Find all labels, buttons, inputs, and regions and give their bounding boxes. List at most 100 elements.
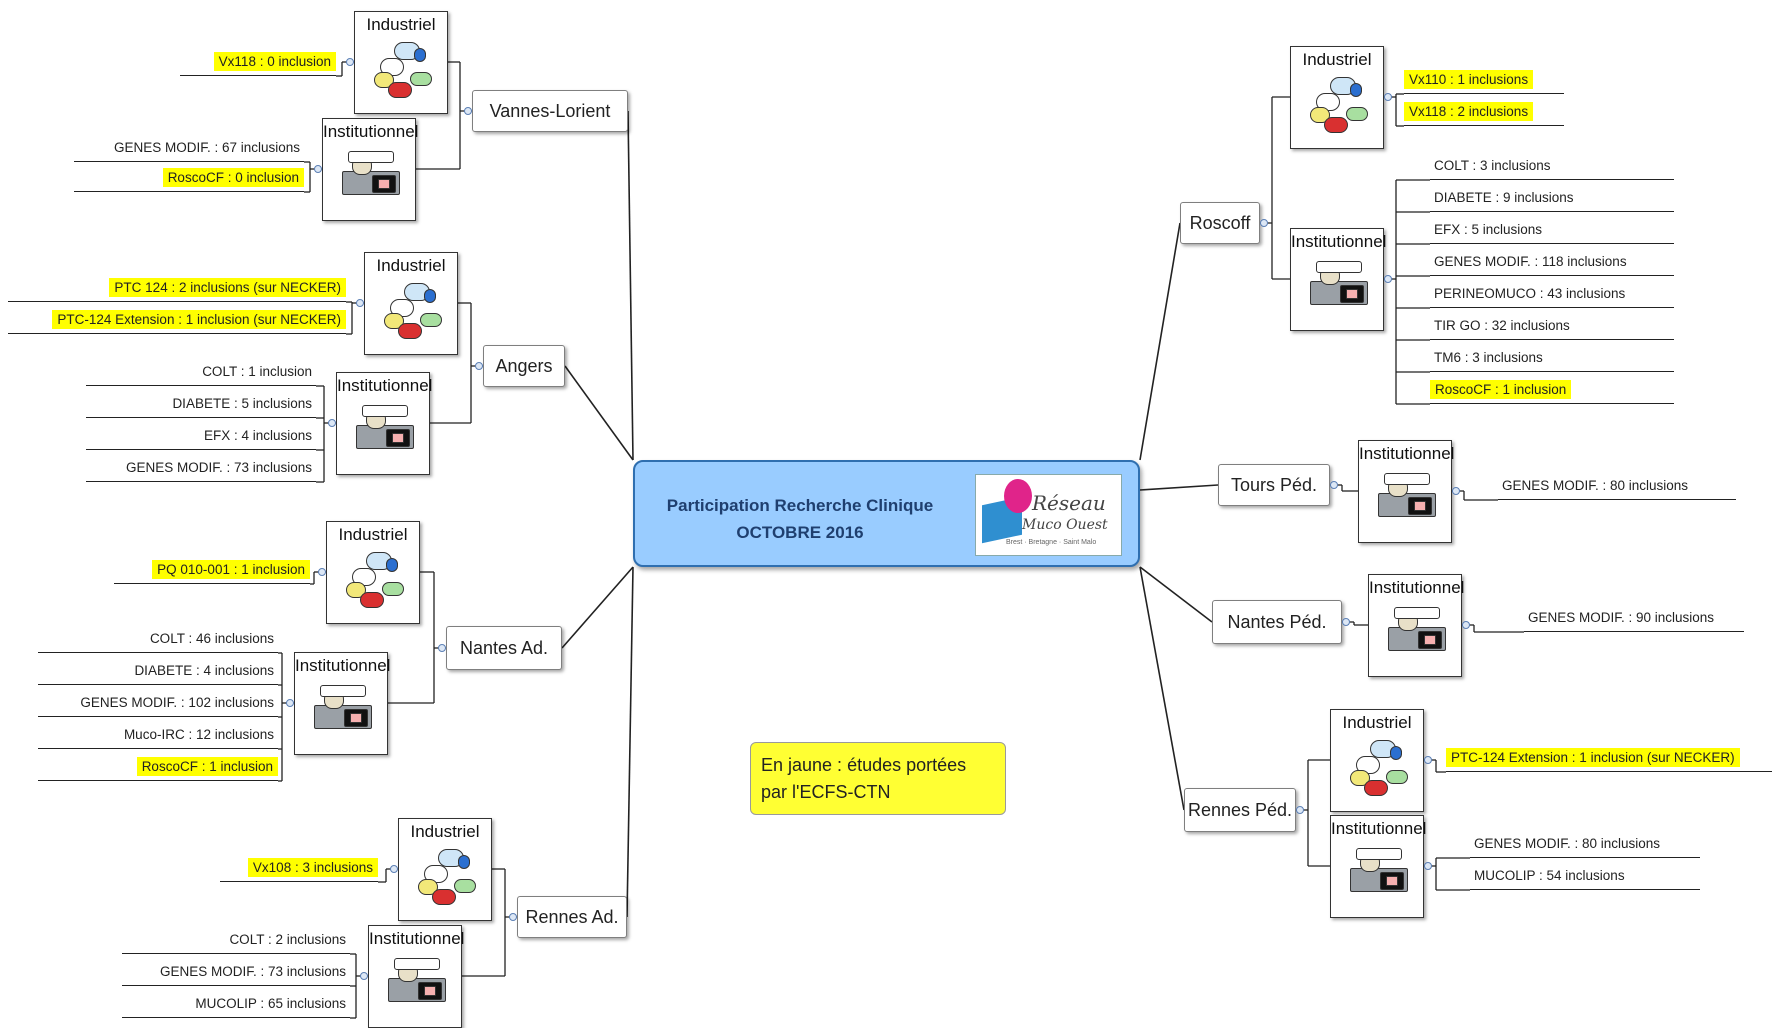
collapse-toggle-icon[interactable]	[1452, 487, 1460, 495]
city-node[interactable]: Nantes Ad.	[446, 626, 562, 670]
hospital-bed-icon	[342, 149, 400, 205]
category-institutionnel-label: Institutionnel	[323, 122, 419, 141]
study-item-label: GENES MODIF. : 80 inclusions	[1502, 478, 1689, 493]
collapse-toggle-icon[interactable]	[509, 913, 517, 921]
central-topic-title: Participation Recherche Clinique OCTOBRE…	[655, 492, 945, 546]
category-institutionnel[interactable]: Institutionnel	[1358, 440, 1455, 543]
logo-balloon-shape	[1004, 479, 1032, 513]
category-institutionnel[interactable]: Institutionnel	[1330, 815, 1426, 918]
study-item-label: EFX : 5 inclusions	[1434, 222, 1543, 237]
city-node[interactable]: Nantes Péd.	[1212, 600, 1342, 644]
collapse-toggle-icon[interactable]	[464, 107, 472, 115]
logo-text-muco-ouest: Muco Ouest	[1022, 517, 1108, 533]
collapse-toggle-icon[interactable]	[1384, 93, 1392, 101]
category-industriel[interactable]: Industriel	[326, 521, 420, 624]
city-node[interactable]: Rennes Ad.	[517, 896, 627, 938]
pill-shape	[1364, 780, 1388, 796]
category-institutionnel[interactable]: Institutionnel	[1290, 228, 1386, 331]
collapse-toggle-icon[interactable]	[1260, 219, 1268, 227]
category-industriel-label: Industriel	[410, 822, 480, 841]
bed-shape	[1356, 848, 1402, 860]
city-node[interactable]: Vannes-Lorient	[472, 90, 628, 132]
category-institutionnel[interactable]: Institutionnel	[336, 372, 432, 475]
bed-shape	[1346, 289, 1358, 299]
collapse-toggle-icon[interactable]	[328, 419, 336, 427]
branch-connector	[1139, 566, 1213, 623]
study-item-label: TM6 : 3 inclusions	[1434, 350, 1543, 365]
pills-icon	[346, 552, 404, 608]
reseau-muco-ouest-logo: Réseau Muco Ouest Brest · Bretagne · Sai…	[975, 474, 1122, 556]
study-item-label: Vx108 : 3 inclusions	[247, 858, 378, 877]
study-item: PTC 124 : 2 inclusions (sur NECKER)	[8, 274, 346, 302]
pill-shape	[1390, 746, 1402, 760]
study-item: COLT : 46 inclusions	[38, 625, 278, 653]
collapse-toggle-icon[interactable]	[1330, 481, 1338, 489]
category-industriel[interactable]: Industriel	[1290, 46, 1384, 149]
category-institutionnel[interactable]: Institutionnel	[294, 652, 390, 755]
collapse-toggle-icon[interactable]	[346, 58, 354, 66]
collapse-toggle-icon[interactable]	[356, 299, 364, 307]
study-item-label: COLT : 2 inclusions	[229, 932, 346, 947]
collapse-toggle-icon[interactable]	[475, 362, 483, 370]
collapse-toggle-icon[interactable]	[1296, 806, 1304, 814]
city-node[interactable]: Angers	[483, 345, 565, 387]
study-item: GENES MODIF. : 90 inclusions	[1524, 604, 1744, 632]
category-industriel[interactable]: Industriel	[398, 818, 492, 921]
pills-icon	[1350, 740, 1408, 796]
study-item: COLT : 2 inclusions	[122, 926, 350, 954]
pill-shape	[386, 558, 398, 572]
collapse-toggle-icon[interactable]	[1384, 275, 1392, 283]
hospital-bed-icon	[1388, 605, 1446, 661]
legend-note: En jaune : études portées par l'ECFS-CTN	[750, 742, 1006, 815]
category-industriel[interactable]: Industriel	[354, 11, 448, 114]
study-item: TM6 : 3 inclusions	[1430, 344, 1674, 372]
collapse-toggle-icon[interactable]	[360, 972, 368, 980]
collapse-toggle-icon[interactable]	[438, 644, 446, 652]
central-title-line2: OCTOBRE 2016	[736, 523, 864, 542]
study-item-label: Vx118 : 2 inclusions	[1404, 102, 1534, 121]
study-item-label: EFX : 4 inclusions	[203, 428, 312, 443]
category-industriel[interactable]: Industriel	[364, 252, 458, 355]
collapse-toggle-icon[interactable]	[1424, 756, 1432, 764]
pill-shape	[1346, 107, 1368, 121]
hospital-bed-icon	[388, 956, 446, 1012]
study-item: GENES MODIF. : 102 inclusions	[38, 689, 278, 717]
category-industriel[interactable]: Industriel	[1330, 709, 1424, 812]
category-institutionnel-label: Institutionnel	[1359, 444, 1455, 463]
study-item-label: GENES MODIF. : 67 inclusions	[113, 140, 300, 155]
study-item: RoscoCF : 1 inclusion	[38, 753, 278, 781]
category-institutionnel[interactable]: Institutionnel	[1368, 574, 1465, 677]
collapse-toggle-icon[interactable]	[390, 865, 398, 873]
category-industriel-label: Industriel	[376, 256, 446, 275]
study-item: GENES MODIF. : 67 inclusions	[74, 134, 304, 162]
city-node[interactable]: Roscoff	[1180, 202, 1260, 244]
collapse-toggle-icon[interactable]	[318, 568, 326, 576]
collapse-toggle-icon[interactable]	[1342, 618, 1350, 626]
category-institutionnel[interactable]: Institutionnel	[322, 118, 419, 221]
pill-shape	[454, 879, 476, 893]
hospital-bed-icon	[1310, 259, 1368, 315]
category-institutionnel[interactable]: Institutionnel	[368, 925, 464, 1028]
central-topic[interactable]: Participation Recherche Clinique OCTOBRE…	[633, 460, 1140, 567]
hospital-bed-icon	[1350, 846, 1408, 902]
category-institutionnel-label: Institutionnel	[1369, 578, 1465, 597]
collapse-toggle-icon[interactable]	[1424, 862, 1432, 870]
city-node[interactable]: Tours Péd.	[1218, 464, 1330, 506]
collapse-toggle-icon[interactable]	[314, 165, 322, 173]
bed-shape	[350, 713, 362, 723]
collapse-toggle-icon[interactable]	[1462, 621, 1470, 629]
collapse-toggle-icon[interactable]	[286, 699, 294, 707]
bed-shape	[378, 179, 390, 189]
study-item: Vx110 : 1 inclusions	[1404, 66, 1564, 94]
pills-icon	[1310, 77, 1368, 133]
bed-shape	[394, 958, 440, 970]
study-item: PQ 010-001 : 1 inclusion	[114, 556, 310, 584]
study-item: RoscoCF : 1 inclusion	[1430, 376, 1674, 404]
city-node[interactable]: Rennes Péd.	[1184, 788, 1296, 832]
pill-shape	[458, 855, 470, 869]
study-item: PTC-124 Extension : 1 inclusion (sur NEC…	[8, 306, 346, 334]
study-item: Vx118 : 2 inclusions	[1404, 98, 1564, 126]
study-item-label: PTC-124 Extension : 1 inclusion (sur NEC…	[1446, 748, 1740, 767]
pill-shape	[388, 82, 412, 98]
study-item: DIABETE : 9 inclusions	[1430, 184, 1674, 212]
